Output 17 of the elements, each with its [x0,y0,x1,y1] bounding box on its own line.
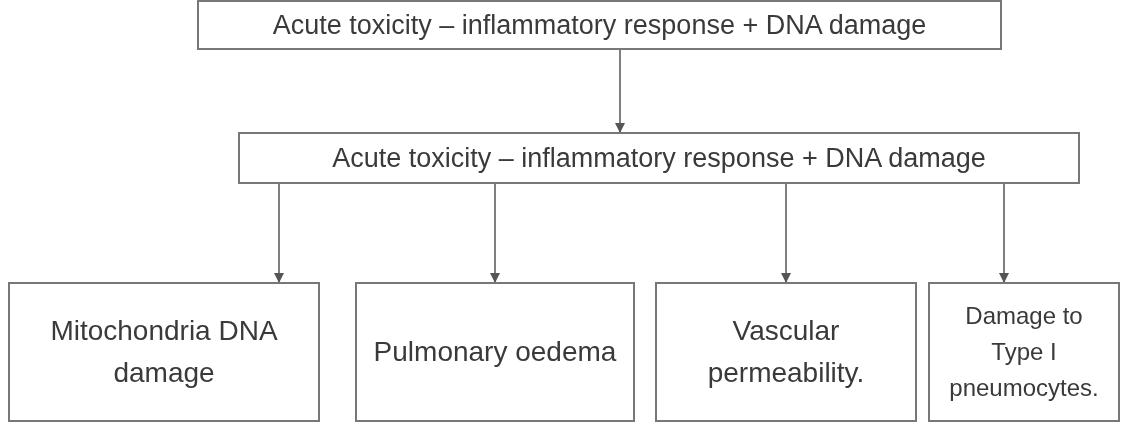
box-label: Acute toxicity – inflammatory response + DNA damage [332,141,986,175]
box-label: Vascular permeability. [706,314,866,390]
box-label: Pulmonary oedema [373,335,617,369]
process-box [8,282,320,422]
process-box [355,282,635,422]
arrow [999,183,1009,283]
process-box [238,132,1080,184]
process-box [928,282,1120,422]
arrow [274,183,284,283]
box-label: Acute toxicity – inflammatory response + DNA damage [272,8,927,42]
box-label: Mitochondria DNA damage [49,314,279,390]
arrow [615,49,625,133]
arrow [490,183,500,283]
arrow [781,183,791,283]
box-label: Damage to Type I pneumocytes. [948,301,1100,403]
process-box [197,0,1002,50]
process-box [655,282,917,422]
